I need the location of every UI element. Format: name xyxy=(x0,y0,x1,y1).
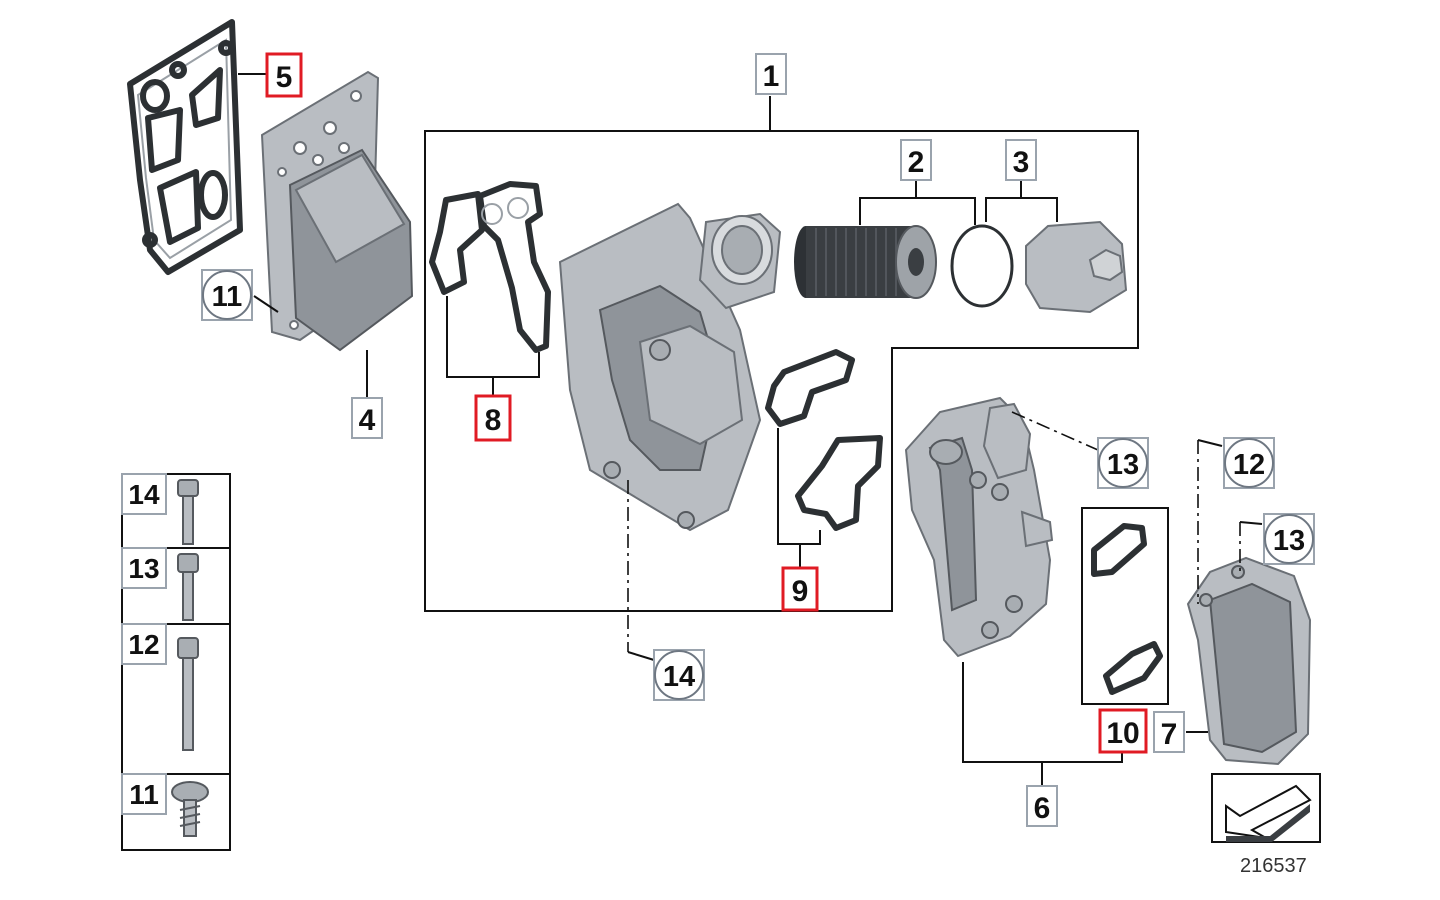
svg-text:8: 8 xyxy=(485,404,502,437)
callout-part-5: 5 xyxy=(265,52,303,98)
svg-text:10: 10 xyxy=(1106,717,1139,750)
fastener-label-12: 12 xyxy=(121,623,167,665)
seal-ring-part-3 xyxy=(950,224,1014,308)
hex-bolt-long-icon xyxy=(177,637,199,751)
oil-filter-housing xyxy=(558,202,782,532)
oil-filter-housing-part-6 xyxy=(904,396,1054,658)
callout-part-3: 3 xyxy=(1005,139,1037,181)
svg-text:7: 7 xyxy=(1161,718,1178,751)
svg-text:11: 11 xyxy=(212,281,243,313)
svg-text:14: 14 xyxy=(663,661,695,693)
callout-part-11: 11 xyxy=(201,269,253,321)
oil-cooler-part-7 xyxy=(1186,556,1312,766)
callout-part-13-upper: 13 xyxy=(1097,437,1149,489)
svg-text:5: 5 xyxy=(276,61,293,94)
fastener-label-13: 13 xyxy=(121,547,167,589)
callout-part-14: 14 xyxy=(653,649,705,701)
svg-text:3: 3 xyxy=(1013,146,1030,179)
callout-part-8: 8 xyxy=(474,394,512,442)
filter-element-part-2 xyxy=(794,225,937,299)
svg-text:9: 9 xyxy=(792,575,809,608)
fastener-label-11: 11 xyxy=(121,773,167,815)
gasket-part-5 xyxy=(127,19,243,275)
svg-text:13: 13 xyxy=(128,553,159,584)
gasket-set-part-8 xyxy=(429,181,551,353)
filter-cover-part-3 xyxy=(1025,220,1128,314)
gasket-set-part-9 xyxy=(765,349,883,531)
svg-text:12: 12 xyxy=(128,629,159,660)
svg-text:6: 6 xyxy=(1034,792,1051,825)
gasket-set-frame-part-10 xyxy=(1081,507,1169,705)
assembly-frame xyxy=(424,130,1139,612)
callout-part-4: 4 xyxy=(351,397,383,439)
svg-text:13: 13 xyxy=(1107,449,1139,481)
callout-part-10: 10 xyxy=(1098,708,1148,754)
callout-part-6: 6 xyxy=(1026,785,1058,827)
callout-part-12: 12 xyxy=(1223,437,1275,489)
svg-text:2: 2 xyxy=(908,146,925,179)
svg-text:14: 14 xyxy=(128,479,160,510)
svg-text:4: 4 xyxy=(359,404,376,437)
hex-bolt-short-icon xyxy=(177,479,199,545)
flange-screw-icon xyxy=(171,781,209,837)
orientation-arrow-icon xyxy=(1211,773,1321,843)
svg-text:13: 13 xyxy=(1273,525,1305,557)
fastener-label-14: 14 xyxy=(121,473,167,515)
callout-part-13-right: 13 xyxy=(1263,513,1315,565)
drawing-number: 216537 xyxy=(1240,855,1307,877)
callout-part-7: 7 xyxy=(1153,711,1185,753)
callout-part-1: 1 xyxy=(755,53,787,95)
hex-bolt-medium-icon xyxy=(177,553,199,621)
oil-cooler-part-4 xyxy=(260,70,414,352)
svg-text:1: 1 xyxy=(763,60,780,93)
callout-part-2: 2 xyxy=(900,139,932,181)
svg-text:12: 12 xyxy=(1233,449,1265,481)
gasket-set-part-10 xyxy=(1091,523,1163,695)
svg-text:11: 11 xyxy=(129,779,159,810)
callout-part-9: 9 xyxy=(781,566,819,612)
